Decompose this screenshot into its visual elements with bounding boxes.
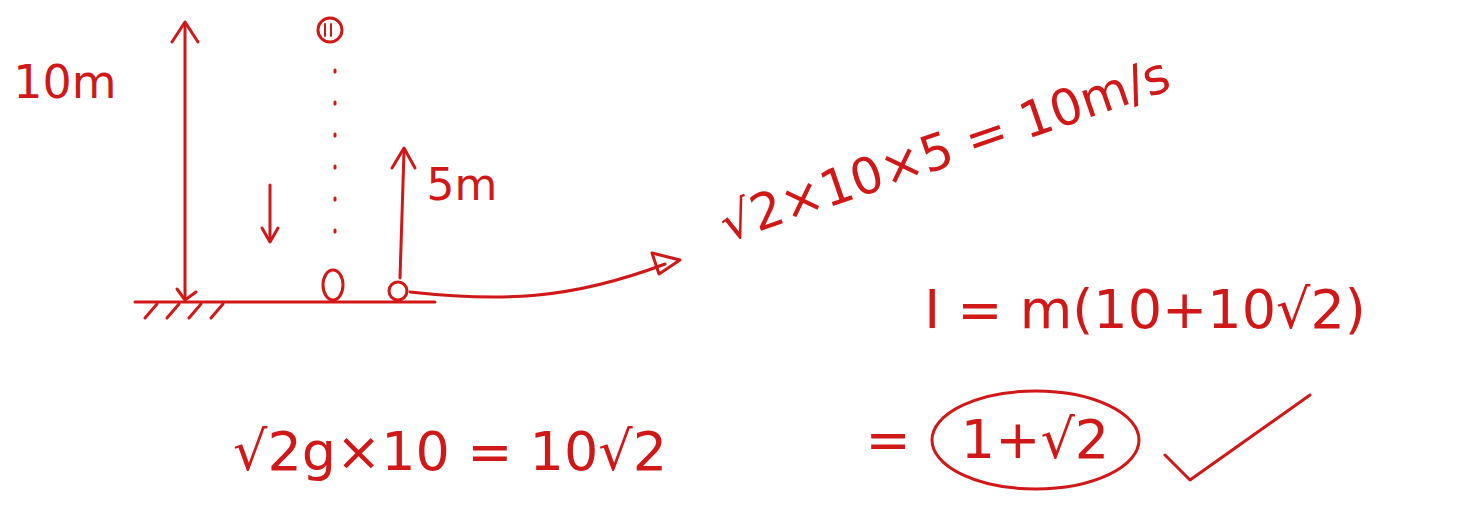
rebound-arrow [400,152,404,278]
ball [318,18,342,42]
equation: √2×10×5 = 10m/s [713,47,1177,253]
fall-path [334,70,337,262]
ground-hatch [167,304,179,318]
velocity-arrow [269,185,272,240]
equals-sign: = [865,410,910,469]
ground-hatch [145,304,157,318]
arrow-head [392,148,415,168]
answer-ellipse [932,391,1139,489]
equation: √2g×10 = 10√2 [233,422,667,481]
ball [389,282,407,300]
answer-circle: 1+√2 [929,388,1142,492]
arrow-foot [177,289,196,300]
equation: I = m(10+10√2) [924,280,1366,339]
ball-mark [324,24,326,36]
answer-text: 1+√2 [961,410,1109,469]
height-arrow [184,25,187,298]
ball [323,270,343,300]
height-label: 10m [13,57,116,108]
arrow-head [262,228,278,242]
check-mark [1165,395,1310,480]
arrow-head [172,22,198,42]
height-label: 5m [427,161,498,209]
arrow-head [652,253,680,274]
ground-hatch [189,304,201,318]
ground-hatch [211,304,223,318]
ball-mark [330,24,332,36]
leader-line [410,264,665,297]
